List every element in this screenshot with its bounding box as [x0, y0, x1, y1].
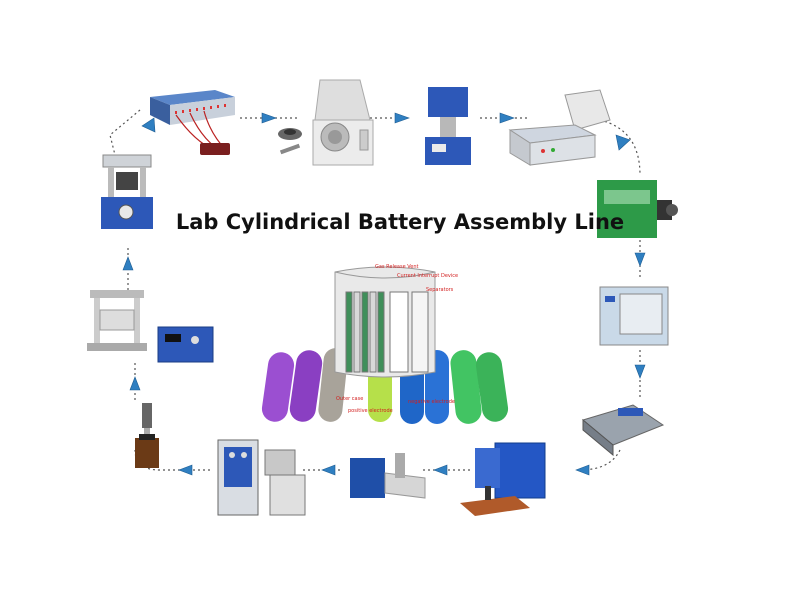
flow-arrow-icon [178, 464, 193, 476]
positive-electrode-label: positive electrode [348, 408, 393, 414]
flow-arrow-icon [122, 256, 134, 271]
film-coater-icon [508, 89, 611, 166]
cell-cutaway-diagram [334, 266, 436, 378]
sealing-controller-icon [157, 326, 214, 363]
flow-arrow-icon [321, 464, 336, 476]
rolling-press-icon [597, 180, 678, 238]
vacuum-oven-icon [599, 286, 669, 346]
flow-arrow-icon [634, 252, 646, 267]
cell-green-1 [450, 350, 482, 424]
cell-green-2 [475, 352, 509, 422]
current-interrupt-device-label: Current Interrupt Device [397, 273, 459, 279]
flow-arrow-icon [129, 376, 141, 391]
electrolyte-filler-icon [135, 403, 159, 468]
cap-parts-icon [278, 128, 302, 155]
outer-case-label: Outer case [336, 396, 364, 402]
electrode-slitter-icon [581, 404, 665, 457]
cylindrical-cells [261, 348, 509, 424]
separators-label: Separators [426, 287, 454, 293]
winding-machine-icon [350, 453, 426, 499]
spot-welder-icon [460, 442, 546, 516]
flow-arrow-icon [261, 112, 277, 124]
grooving-machine-icon [217, 439, 306, 516]
cell-purple-1 [261, 352, 295, 422]
flow-arrow-icon [499, 112, 515, 124]
battery-tester-icon [150, 90, 235, 155]
diagram-title: Lab Cylindrical Battery Assembly Line [175, 210, 625, 234]
flow-arrow-icon [575, 464, 590, 476]
sealing-machine-icon [87, 290, 147, 351]
flow-arrow-icon [141, 117, 156, 133]
cell-purple-2 [289, 350, 323, 422]
flow-arrow-icon [615, 134, 631, 151]
flow-arrow-icon [394, 112, 410, 124]
crimping-machine-icon [101, 154, 153, 229]
gas-release-vent-label: Gas Release Vent [375, 264, 419, 270]
flow-arrow-icon [433, 464, 448, 476]
vacuum-mixer-icon [425, 87, 471, 165]
flow-arrow-icon [634, 364, 646, 379]
ball-mill-icon [312, 79, 374, 166]
negative-electrode-label: negative electrode [408, 399, 455, 405]
